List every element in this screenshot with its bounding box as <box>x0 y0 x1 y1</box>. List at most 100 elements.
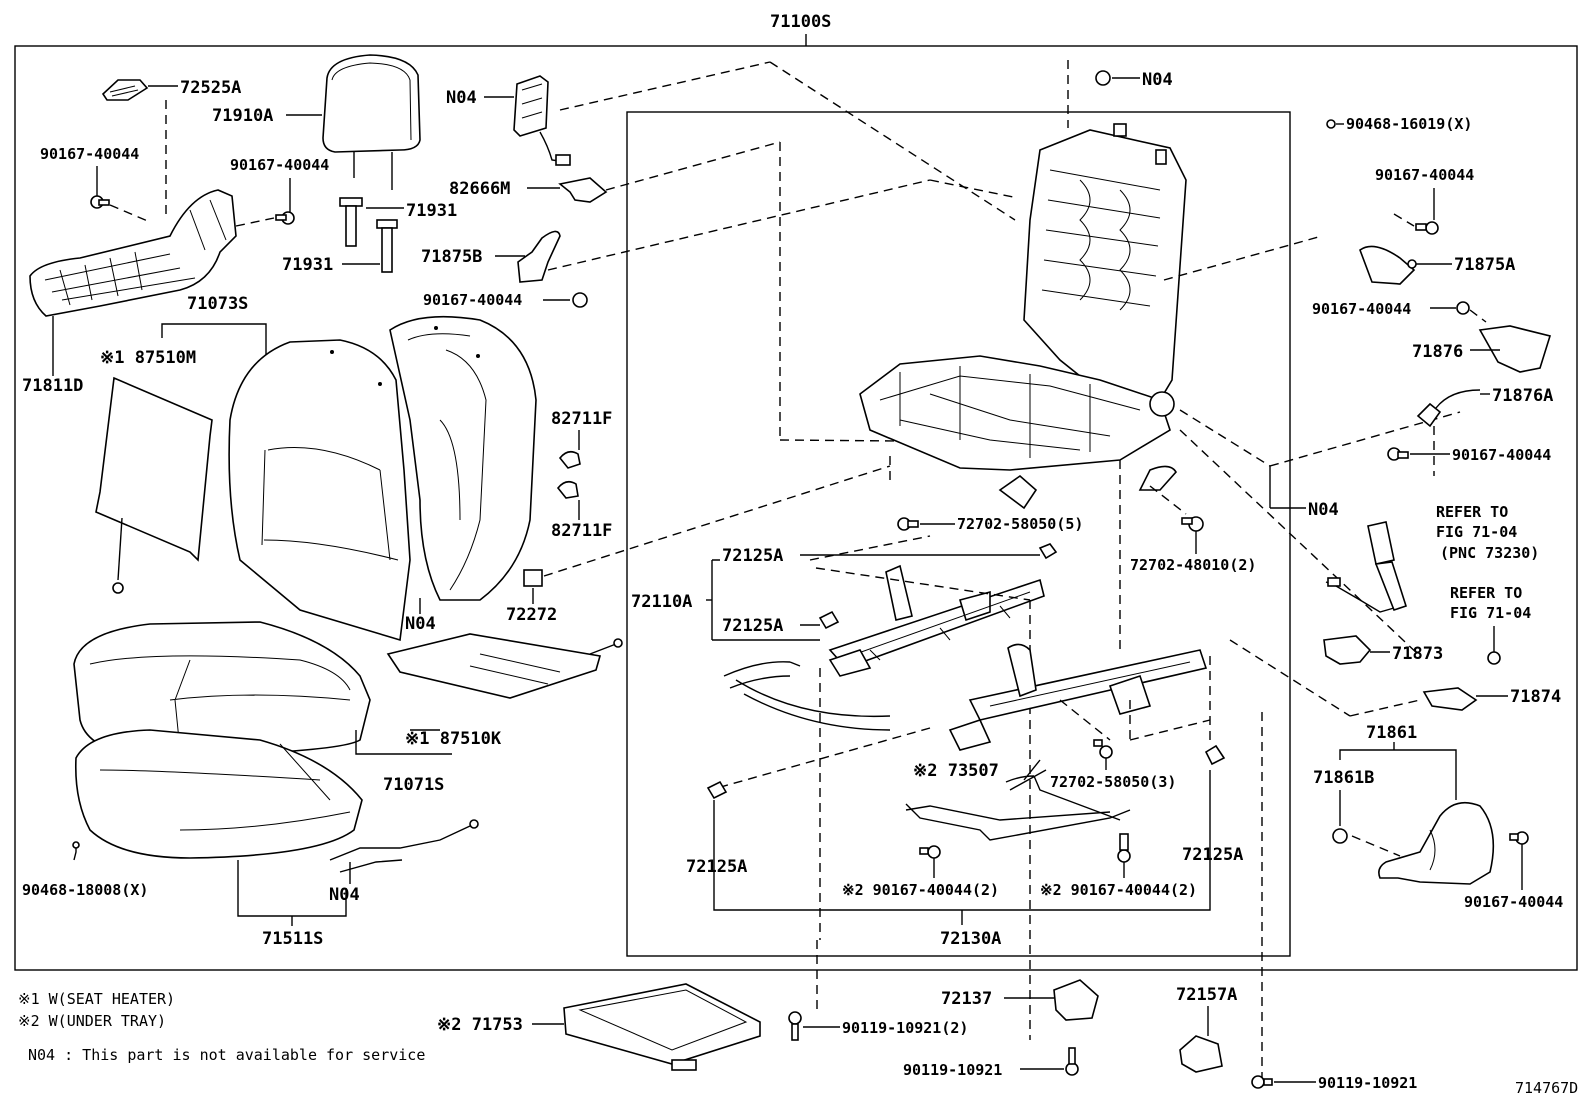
frame-subassembly-box <box>626 111 1291 957</box>
bolt-icon <box>1117 833 1131 863</box>
bolt-icon <box>1387 447 1409 461</box>
clip-82711F-icon <box>556 450 581 499</box>
note-n04: N04 : This part is not available for ser… <box>28 1046 425 1064</box>
label-71874: 71874 <box>1510 687 1561 707</box>
label-87510K: ※1 87510K <box>405 729 502 749</box>
bracket-71874-icon <box>1422 687 1478 711</box>
label-90167-tc: 90167-40044 <box>230 156 329 174</box>
seat-track-right-icon <box>948 643 1208 751</box>
label-90167-r2: 90167-40044 <box>1312 300 1411 318</box>
cover-71876-icon <box>1478 325 1552 373</box>
label-refer2-b: FIG 71-04 <box>1450 604 1531 622</box>
label-72137: 72137 <box>941 989 992 1009</box>
label-72525A: 72525A <box>180 78 241 98</box>
label-90468-16019: 90468-16019(X) <box>1346 115 1472 133</box>
label-71873: 71873 <box>1392 644 1443 664</box>
label-72125A-b: 72125A <box>722 616 783 636</box>
headrest-icon <box>322 54 421 190</box>
label-N04-d: N04 <box>329 885 360 905</box>
label-71861: 71861 <box>1366 723 1417 743</box>
label-90167-b2: ※2 90167-40044(2) <box>1040 881 1197 899</box>
cover-71876A-icon <box>1416 389 1481 428</box>
label-72157A: 72157A <box>1176 985 1237 1005</box>
label-71931-a: 71931 <box>406 201 457 221</box>
label-72702-58050-5: 72702-58050(5) <box>957 515 1083 533</box>
seat-frame-icon <box>859 123 1187 510</box>
label-90167-r1: 90167-40044 <box>1375 166 1474 184</box>
label-refer2-a: REFER TO <box>1450 584 1522 602</box>
label-90468-18008: 90468-18008(X) <box>22 881 148 899</box>
cover-71875A-icon <box>1359 245 1417 285</box>
label-71875B: 71875B <box>421 247 482 267</box>
nut-icon <box>1487 651 1501 665</box>
label-72125A-a: 72125A <box>722 546 783 566</box>
label-72130A: 72130A <box>940 929 1001 949</box>
label-72125A-c: 72125A <box>686 857 747 877</box>
bolt-icon <box>1332 828 1348 844</box>
bolt-icon <box>897 517 919 531</box>
bolt-icon <box>1456 301 1470 315</box>
side-shield-71811D-icon <box>29 189 237 317</box>
label-72125A-d: 72125A <box>1182 845 1243 865</box>
bolt-icon <box>90 195 110 209</box>
heater-pad-87510M-icon <box>95 376 213 594</box>
bracket-82666M-icon <box>558 177 608 203</box>
label-71511S: 71511S <box>262 929 323 949</box>
label-82711F-b: 82711F <box>551 521 612 541</box>
label-71910A: 71910A <box>212 106 273 126</box>
seatback-pad-icon <box>389 315 537 601</box>
label-87510M: ※1 87510M <box>100 348 196 368</box>
label-73507: ※2 73507 <box>913 761 999 781</box>
seat-switch-icon <box>513 75 571 166</box>
label-71931-b: 71931 <box>282 255 333 275</box>
label-71875A: 71875A <box>1454 255 1515 275</box>
label-90167-tl: 90167-40044 <box>40 145 139 163</box>
seat-cushion-pad-icon <box>74 729 363 859</box>
wire-harness-73507-icon <box>905 769 1131 841</box>
clip-72125A-icon <box>1204 744 1226 766</box>
clip-72125A-icon <box>1038 543 1058 560</box>
under-tray-71753-icon <box>563 983 761 1071</box>
label-71876: 71876 <box>1412 342 1463 362</box>
bolt-icon <box>1065 1047 1079 1076</box>
label-refer1-b: FIG 71-04 <box>1436 523 1517 541</box>
label-72272: 72272 <box>506 605 557 625</box>
bolt-icon <box>1093 739 1113 759</box>
headrest-guide-71931-icon <box>339 197 398 273</box>
cover-71875B-icon <box>517 230 561 283</box>
label-90119-2: 90119-10921(2) <box>842 1019 968 1037</box>
clip-72125A-icon <box>818 610 840 630</box>
bolt-icon <box>1509 831 1529 845</box>
label-72702-58050-3: 72702-58050(3) <box>1050 773 1176 791</box>
bolt-icon <box>1415 221 1439 235</box>
bolt-icon <box>1181 516 1204 532</box>
label-82711F-a: 82711F <box>551 409 612 429</box>
connector-72272-icon <box>523 569 543 587</box>
heater-pad-87510K-icon <box>386 633 623 699</box>
note-under-tray: ※2 W(UNDER TRAY) <box>18 1012 166 1030</box>
label-N04-c: N04 <box>405 614 436 634</box>
label-refer1-a: REFER TO <box>1436 503 1508 521</box>
bolt-icon <box>788 1011 802 1041</box>
label-refer1-c: (PNC 73230) <box>1440 544 1539 562</box>
handle-icon <box>723 661 891 731</box>
cover-72157A-icon <box>1179 1035 1223 1073</box>
seatbelt-buckle-icon <box>1325 521 1408 613</box>
bolt-icon <box>1251 1075 1273 1089</box>
label-71861B: 71861B <box>1313 768 1374 788</box>
bolt-icon <box>919 845 941 859</box>
bracket-71873-icon <box>1323 635 1372 665</box>
label-72110A: 72110A <box>631 592 692 612</box>
label-82666M: 82666M <box>449 179 510 199</box>
seatback-cover-icon <box>228 339 411 642</box>
label-71073S: 71073S <box>187 294 248 314</box>
cover-72137-icon <box>1053 979 1099 1021</box>
label-90119-a: 90119-10921 <box>903 1061 1002 1079</box>
label-90167-r3: 90167-40044 <box>1452 446 1551 464</box>
label-71876A: 71876A <box>1492 386 1553 406</box>
label-71811D: 71811D <box>22 376 83 396</box>
recliner-cover-71861-icon <box>1378 801 1495 885</box>
clip-72125A-icon <box>706 780 728 800</box>
nut-icon <box>1095 70 1111 86</box>
